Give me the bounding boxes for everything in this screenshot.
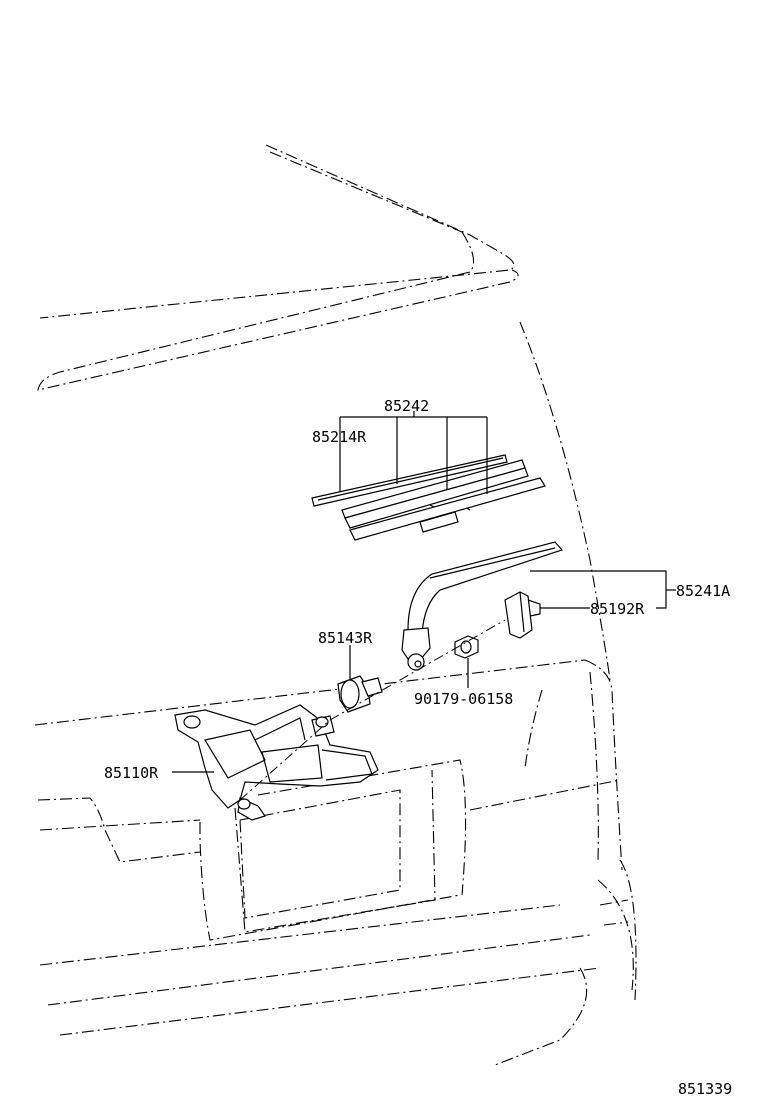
label-pivot-cap: 85143R (318, 629, 373, 647)
label-arm-cover: 85192R (590, 600, 645, 618)
label-wiper-blade-rubber: 85214R (312, 428, 367, 446)
vehicle-body-outline (34, 144, 637, 1066)
leader-lines (172, 411, 676, 773)
arm-cover (504, 591, 541, 639)
label-wiper-motor: 85110R (104, 764, 159, 782)
assembly-axis (329, 619, 506, 721)
wiper-motor (174, 704, 379, 821)
label-wiper-arm: 85241A (676, 582, 730, 600)
wiper-blade-assembly (311, 454, 546, 541)
label-wiper-blade-assy: 85242 (384, 397, 429, 415)
illustration-number: 851339 (678, 1080, 732, 1098)
nut (454, 635, 479, 659)
assembly-axis (239, 719, 331, 801)
label-nut: 90179-06158 (414, 690, 513, 708)
pivot-cap (337, 675, 383, 713)
wiper-arm (401, 541, 564, 671)
